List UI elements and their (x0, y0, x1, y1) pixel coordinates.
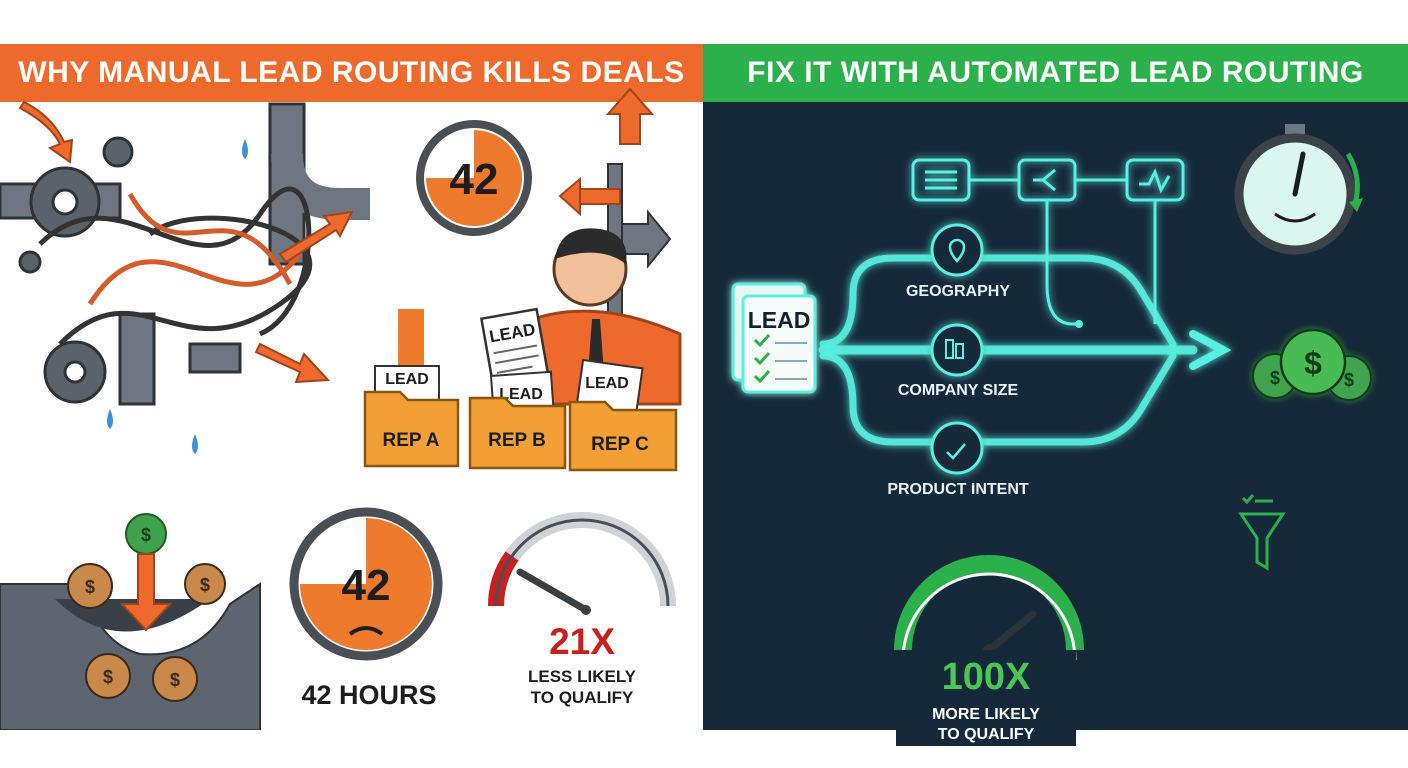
location-pin-icon (948, 238, 966, 263)
svg-text:$: $ (200, 575, 210, 595)
svg-text:$: $ (1270, 368, 1280, 388)
svg-text:$: $ (103, 667, 113, 687)
svg-text:LEAD: LEAD (385, 371, 429, 388)
timer-top-value: 42 (450, 155, 499, 204)
broken-pipes-icon (0, 102, 370, 454)
rep-folder-b: LEAD REP B (468, 370, 567, 470)
rep-folder-a: LEAD REP A (363, 309, 460, 468)
hours-label: 42 HOURS (301, 680, 436, 710)
svg-text:$: $ (170, 670, 180, 690)
routing-paths (818, 254, 1232, 446)
gear-icon (18, 136, 134, 404)
high-gauge-icon (894, 555, 1084, 661)
solution-illustration: LEAD (731, 124, 1372, 661)
route-label-product-intent: PRODUCT INTENT (887, 481, 1029, 498)
tangled-wires-icon (38, 186, 313, 346)
route-node-product-intent (930, 421, 984, 475)
gauge-value-100x: 100X (941, 656, 1031, 698)
gauge-caption-less-1: LESS LIKELY (528, 667, 637, 686)
signpost-icon (558, 87, 672, 325)
workflow-nodes (911, 158, 1185, 326)
filter-funnel-icon (1238, 494, 1286, 571)
gauge-caption-more-1: MORE LIKELY (932, 706, 1040, 723)
problem-banner: WHY MANUAL LEAD ROUTING KILLS DEALS (0, 44, 703, 102)
svg-text:LEAD: LEAD (499, 386, 543, 403)
route-node-company-size (930, 323, 984, 377)
building-icon (945, 339, 954, 359)
rep-folder-c: LEAD REP C (568, 358, 678, 472)
checklist-icon (946, 443, 966, 460)
stat-block-100x: 100X MORE LIKELY TO QUALIFY (896, 650, 1076, 746)
timer-bottom-value: 42 (342, 561, 391, 610)
gauge-value-21x: 21X (549, 621, 615, 662)
svg-text:LEAD: LEAD (585, 375, 629, 392)
timer-clock-icon-top: 42 (416, 120, 532, 236)
low-gauge-icon (487, 512, 676, 615)
lead-card-label: LEAD (748, 307, 811, 333)
route-arrowhead-icon (1189, 330, 1232, 370)
svg-text:$: $ (141, 525, 151, 545)
chaotic-arrows-icon (18, 100, 354, 384)
stopwatch-icon (1234, 124, 1363, 255)
svg-text:$: $ (85, 577, 95, 597)
money-bags-pit: $ $ $ $ $ (0, 513, 261, 730)
folder-label-b: REP B (488, 430, 546, 451)
solution-banner: FIX IT WITH AUTOMATED LEAD ROUTING (703, 44, 1408, 102)
problem-panel: WHY MANUAL LEAD ROUTING KILLS DEALS (0, 44, 703, 730)
down-arrow-icon (119, 553, 173, 632)
folder-label-c: REP C (591, 434, 649, 455)
folder-label-a: REP A (382, 430, 439, 451)
timer-clock-icon-bottom: 42 (289, 507, 443, 661)
problem-illustration: $ $ $ $ $ 42 (0, 87, 682, 730)
svg-text:$: $ (1304, 345, 1322, 381)
money-bag-icon (67, 563, 226, 702)
route-label-geography: GEOGRAPHY (905, 283, 1010, 300)
lead-document-icon: LEAD (479, 307, 551, 392)
route-node-geography (930, 223, 984, 277)
svg-text:$: $ (1344, 370, 1354, 390)
route-label-company-size: COMPANY SIZE (897, 382, 1019, 399)
solution-panel: FIX IT WITH AUTOMATED LEAD ROUTING (703, 44, 1408, 730)
gauge-caption-less-2: TO QUALIFY (531, 688, 634, 707)
money-bags-reward-icon: $ $ $ (1252, 328, 1372, 401)
lead-card-icon (731, 282, 817, 394)
gauge-caption-more-2: TO QUALIFY (937, 726, 1035, 743)
